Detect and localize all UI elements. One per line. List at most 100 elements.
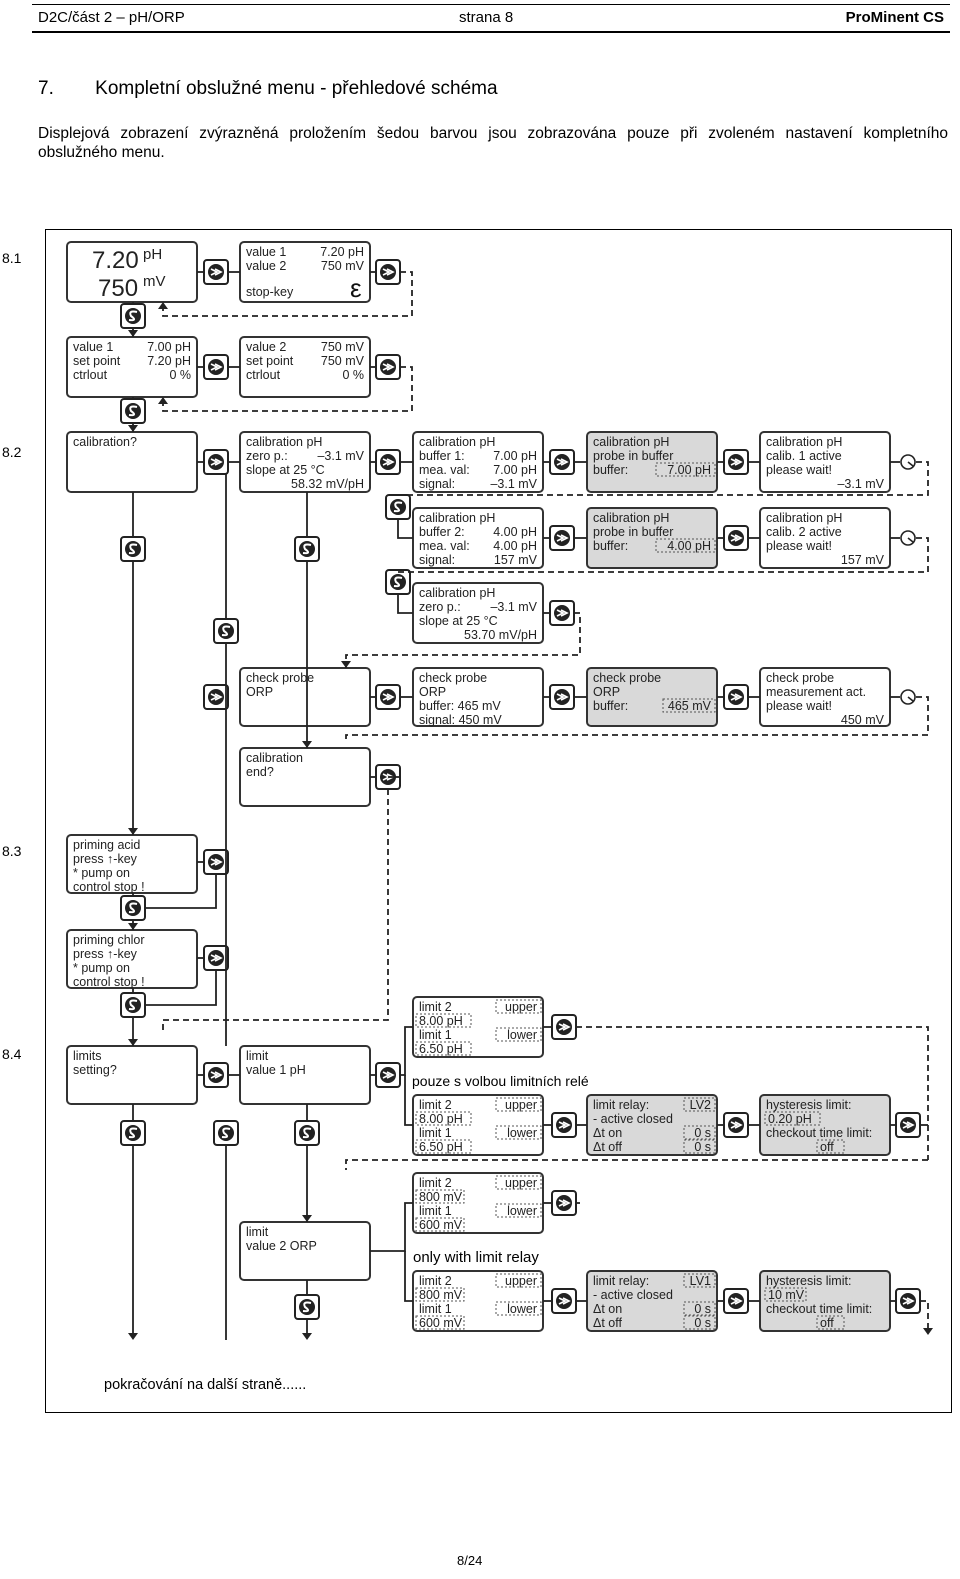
s-key-icon [120,1120,146,1146]
enter-key-icon [549,525,575,551]
display-text: calibration pH [419,435,495,449]
display-text: LV1 [690,1274,711,1288]
menu-diagram-frame [45,229,952,1413]
display-text: lower [507,1126,537,1140]
display-text: calib. 2 active [766,525,842,539]
display-text: check probe [246,671,314,685]
connector-line [162,366,413,412]
display-text: value 2 [246,259,286,273]
enter-key-icon [723,449,749,475]
enter-key-icon [551,1190,577,1216]
display-text: signal: [419,477,455,491]
display-text: limit 1 [419,1204,452,1218]
value-field [495,1027,542,1042]
connector-line [400,1026,413,1076]
connector-line [162,789,389,1030]
display-text: 600 mV [419,1316,463,1330]
enter-key-icon [723,684,749,710]
display-text: calibration pH [766,435,842,449]
connector-line [345,612,581,668]
display-text: priming chlor [73,933,145,947]
display-text: 0 s [694,1316,711,1330]
display-text: 6.50 pH [419,1140,463,1154]
display-text: 58.32 mV/pH [291,477,364,491]
display-text: calibration pH [246,435,322,449]
value-field [415,1287,465,1302]
display-text: stop-key [246,285,294,299]
arrow-head [128,330,138,337]
display-text: upper [505,1176,537,1190]
display-text: hysteresis limit: [766,1098,851,1112]
value-field [495,1175,542,1190]
display-text: upper [505,1098,537,1112]
value-field [495,999,542,1014]
display-text: zero p.: [419,600,461,614]
display-text: 600 mV [419,1218,463,1232]
s-key-icon [294,536,320,562]
display-text: ctrlout [73,368,108,382]
enter-key-icon [723,525,749,551]
enter-key-icon [549,600,575,626]
connector-line [404,1251,413,1302]
display-text: limit 2 [419,1274,452,1288]
header-left: D2C/část 2 – pH/ORP [38,9,185,26]
value-field [495,1301,542,1316]
value-field [683,1315,716,1330]
value-field [415,1315,465,1330]
display-text: - active closed [593,1112,673,1126]
display-text: slope at 25 °C [246,463,325,477]
display-text: ORP [593,685,620,699]
display-text: limits [73,1049,101,1063]
display-text: calibration [246,751,303,765]
display-text: Δt on [593,1302,622,1316]
connector-line [145,970,217,1006]
value-field [415,1013,472,1028]
value-field [683,1273,716,1288]
display-text: limit [246,1049,269,1063]
display-text: buffer: [593,463,628,477]
display-text: limit 2 [419,1098,452,1112]
s-key-icon [120,536,146,562]
display-text: calibration pH [593,511,669,525]
enter-key-icon [375,1062,401,1088]
display-text: check probe [419,671,487,685]
connector-line [576,1026,929,1160]
connector-line [370,1202,413,1252]
display-text: value 1 pH [246,1063,306,1077]
display-text: 7.20 pH [147,354,191,368]
arrow-head [128,1333,138,1340]
arrow-head [158,302,168,309]
display-text: lower [507,1204,537,1218]
value-field [683,1139,716,1154]
display-text: check probe [766,671,834,685]
connector-line [216,473,227,619]
display-text: press ↑-key [73,852,138,866]
arrow-head [128,1039,138,1046]
display-text: 10 mV [768,1288,805,1302]
s-key-icon [120,895,146,921]
s-key-icon [213,618,239,644]
enter-key-icon [549,449,575,475]
display-text: probe in buffer [593,525,673,539]
enter-key-icon [375,354,401,380]
display-text: pH [143,246,162,263]
value-field [683,1097,716,1112]
display-text: please wait! [766,463,832,477]
enter-key-icon [203,354,229,380]
display-text: value 2 [246,340,286,354]
display-text: 7.20 [92,247,139,274]
display-text: lower [507,1302,537,1316]
display-text: 750 [98,275,138,302]
display-text: buffer: [593,699,628,713]
